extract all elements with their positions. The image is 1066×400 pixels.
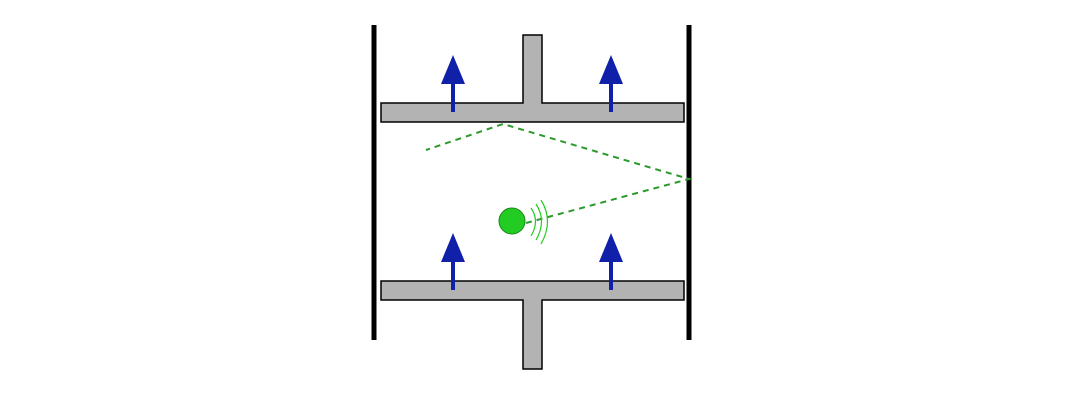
- particle-icon: [498, 207, 526, 235]
- arrow-up-icon: [441, 55, 465, 112]
- arrow-up-icon: [441, 233, 465, 290]
- lower-piston: [380, 280, 685, 370]
- upper-piston: [380, 34, 685, 123]
- arrow-up-icon: [599, 233, 623, 290]
- sound-wave-icon: [530, 199, 549, 245]
- arrow-up-icon: [599, 55, 623, 112]
- reflection-path: [425, 122, 693, 224]
